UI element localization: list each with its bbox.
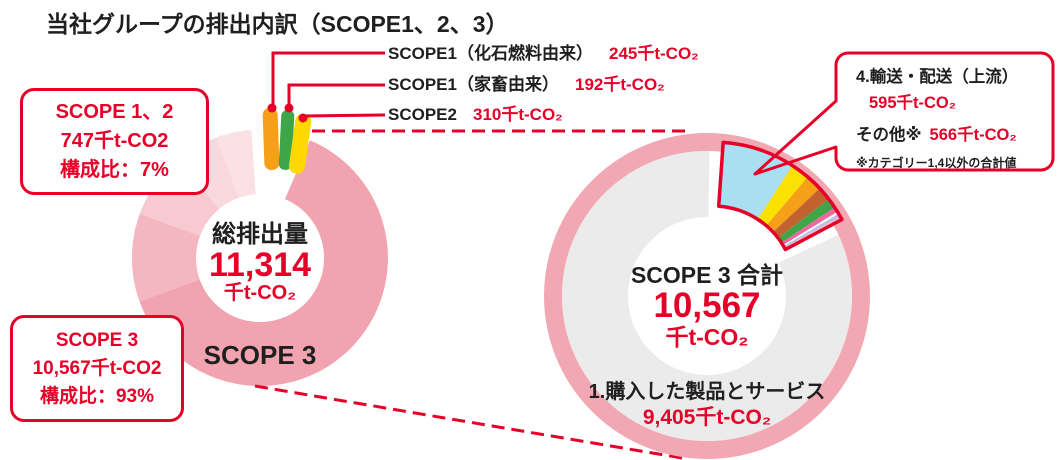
scope12-summary-box: SCOPE 1、2 747千t-CO2 構成比：7% <box>20 88 209 195</box>
callout-value: 310千t-CO₂ <box>472 105 563 124</box>
left-donut-scope3-label: SCOPE 3 <box>203 340 317 370</box>
callout-bubble-gap <box>833 101 840 148</box>
callout-dot <box>284 103 294 113</box>
callout-line-scope2 <box>302 113 386 118</box>
left-donut-highlight <box>131 214 200 302</box>
wedge-other-segment <box>778 199 835 243</box>
scope3-box-title: SCOPE 3 <box>55 329 139 351</box>
category1-label: 1.購入した製品とサービス <box>588 381 826 403</box>
scope3-total-value: 10,567 <box>653 286 761 325</box>
callout-scope1-fossil: SCOPE1（化石燃料由来） 245千t-CO₂ <box>388 43 699 65</box>
footnote: ※カテゴリー1,4以外の合計値 <box>856 156 1017 170</box>
wedge-other-segment <box>773 188 829 239</box>
scope3-summary-box: SCOPE 3 10,567千t-CO2 構成比：93% <box>10 315 184 422</box>
wedge-callout-bubble-text: 4.輸送・配送（上流） 595千t-CO₂ その他※ 566千t-CO₂ ※カテゴ… <box>836 53 1053 170</box>
total-emissions-unit: 千t-CO₂ <box>223 282 297 304</box>
scope12-box-amount: 747千t-CO2 <box>60 130 169 152</box>
callout-scope1-livestock: SCOPE1（家畜由来） 192千t-CO₂ <box>388 74 665 96</box>
callout-dot <box>267 103 277 113</box>
slice-scope2 <box>288 113 312 174</box>
scope3-total-unit: 千t-CO₂ <box>665 324 749 350</box>
callout-value: 192千t-CO₂ <box>574 75 665 94</box>
scope3-box-share: 構成比：93% <box>39 385 155 407</box>
callout-value: 245千t-CO₂ <box>608 44 699 63</box>
transport-value: 595千t-CO₂ <box>869 94 957 112</box>
right-donut-center-label: SCOPE 3 合計 10,567 千t-CO₂ <box>607 262 807 350</box>
right-donut-outer-ring <box>544 133 870 459</box>
callout-label: SCOPE1（家畜由来） <box>388 75 559 94</box>
scope3-total-label: SCOPE 3 合計 <box>630 262 784 288</box>
wedge-other-segment <box>783 213 841 248</box>
zoom-link-dashed-bottom <box>254 384 689 460</box>
scope3-box-amount: 10,567千t-CO2 <box>32 357 162 379</box>
callout-scope2: SCOPE2 310千t-CO₂ <box>388 104 563 126</box>
callout-line-scope1-fossil <box>271 51 385 107</box>
callout-dot <box>298 113 308 123</box>
callout-line-scope1-livestock <box>287 83 385 107</box>
wedge-other-segment <box>766 177 820 233</box>
callout-bubble-tail <box>753 99 838 176</box>
wedge-other-segment <box>757 165 808 226</box>
slice-scope1-fossil <box>262 107 280 170</box>
others-label: その他※ <box>856 126 922 144</box>
exploded-wedge-group <box>716 140 844 252</box>
transport-label: 4.輸送・配送（上流） <box>856 68 1019 86</box>
total-emissions-value: 11,314 <box>208 246 312 284</box>
scope12-box-share: 構成比：7% <box>60 159 169 181</box>
others-value: 566千t-CO₂ <box>929 126 1017 144</box>
callout-label: SCOPE2 <box>388 105 457 124</box>
total-emissions-label: 総排出量 <box>212 221 308 248</box>
wedge-other-segment <box>782 211 839 247</box>
others-row: その他※ 566千t-CO₂ <box>856 121 1053 145</box>
category1-value: 9,405千t-CO₂ <box>642 406 772 429</box>
wedge-transport-segment <box>718 142 793 220</box>
category1-label-group: 1.購入した製品とサービス 9,405千t-CO₂ <box>557 380 857 431</box>
wedge-other-segment <box>781 207 838 246</box>
scope12-box-title: SCOPE 1、2 <box>55 101 174 123</box>
left-donut-highlight <box>216 130 256 198</box>
page-title: 当社グループの排出内訳（SCOPE1、2、3） <box>46 11 509 37</box>
slice-scope1-livestock <box>278 109 295 170</box>
wedge-outline <box>716 140 844 252</box>
left-donut-center-label: 総排出量 11,314 千t-CO₂ <box>160 222 360 305</box>
callout-label: SCOPE1（化石燃料由来） <box>388 44 593 63</box>
right-donut-category1-segment <box>561 150 852 441</box>
